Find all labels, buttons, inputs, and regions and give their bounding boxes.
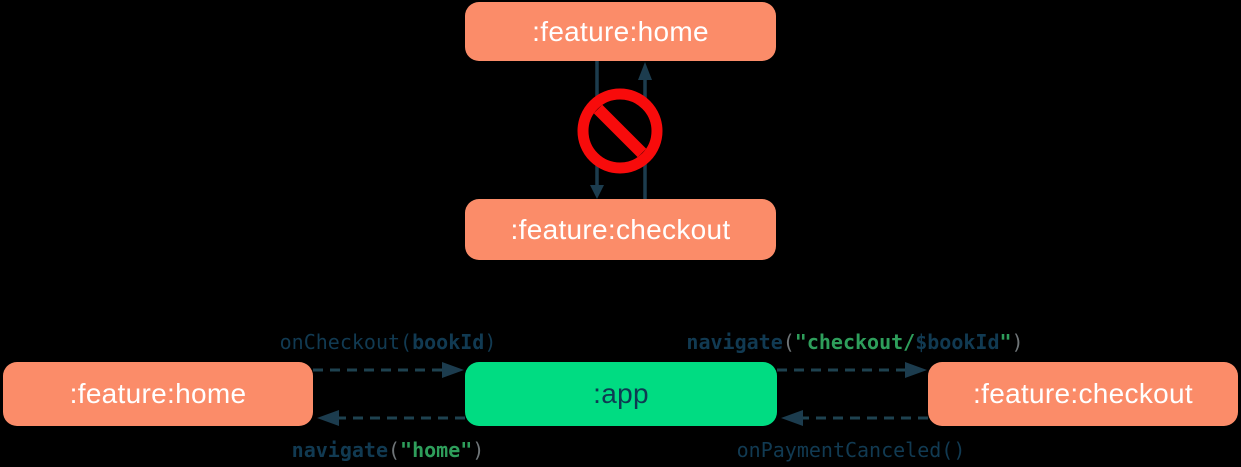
code-text: onPaymentCanceled(): [736, 438, 966, 462]
node-feature-checkout: :feature:checkout: [928, 362, 1238, 426]
node-app: :app: [465, 362, 777, 426]
call-navigate-checkout-label: navigate("checkout/$bookId"): [686, 330, 1023, 354]
code-text: "checkout/: [794, 330, 916, 354]
code-text: ): [472, 438, 485, 462]
code-text: ": [999, 330, 1012, 354]
code-text: onCheckout(: [279, 330, 413, 354]
node-feature-checkout-top: :feature:checkout: [465, 199, 776, 260]
code-text: navigate: [291, 438, 388, 462]
node-feature-home-top: :feature:home: [465, 2, 776, 61]
code-text: "home": [400, 438, 473, 462]
code-text: bookId: [412, 330, 485, 354]
arrowhead-left-app-to-home-icon: [317, 410, 339, 426]
code-text: (: [387, 438, 401, 462]
call-onpaymentcanceled-label: onPaymentCanceled(): [737, 438, 966, 462]
node-feature-home: :feature:home: [3, 362, 313, 426]
code-text: ): [1011, 330, 1024, 354]
arrowhead-down-icon: [590, 185, 604, 199]
arrowhead-left-checkout-to-app-icon: [781, 410, 803, 426]
call-oncheckout-label: onCheckout(bookId): [280, 330, 497, 354]
arrowhead-up-icon: [638, 62, 652, 80]
code-text: ): [484, 330, 497, 354]
call-navigate-home-label: navigate("home"): [292, 438, 485, 462]
code-text: (: [782, 330, 795, 354]
code-text: navigate: [686, 330, 783, 354]
code-text: $bookId: [915, 330, 1000, 354]
arrowhead-right-home-to-app-icon: [442, 362, 464, 378]
no-entry-icon: [577, 88, 663, 174]
arrowhead-right-app-to-checkout-icon: [905, 362, 927, 378]
